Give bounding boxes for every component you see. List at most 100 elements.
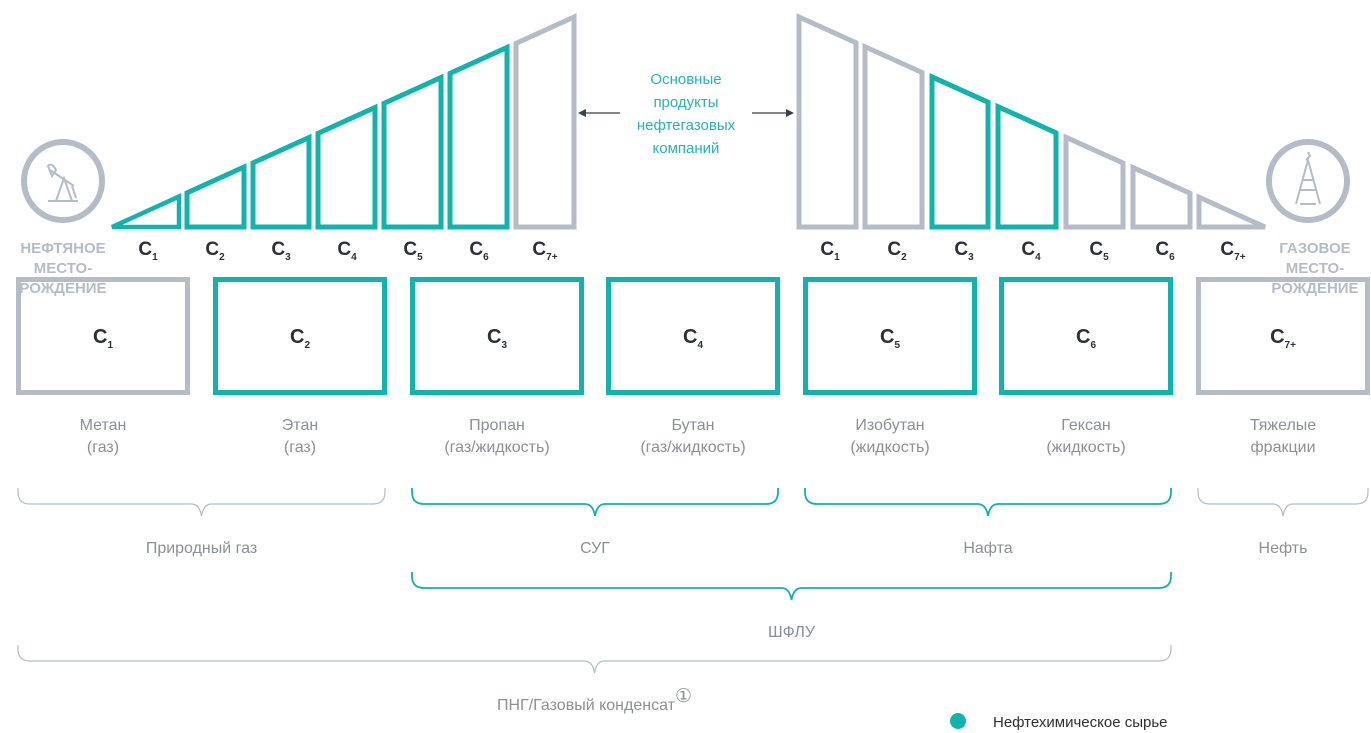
fraction-box-frame [16,277,190,395]
fraction-box-label: C1 [93,326,113,351]
fraction-box-frame [1196,277,1370,395]
bracket-group: ШФЛУ [411,572,1172,641]
fraction-box-label: C4 [683,326,703,351]
bracket-group: Нефть [1197,488,1369,557]
bracket-group: ПНГ/Газовый конденсат① [17,645,1172,714]
fraction-box-frame [410,277,584,395]
center-note-line: компаний [653,140,720,157]
field-label-line: МЕСТО- [1286,260,1344,277]
center-note: Основные продукты нефтегазовых компаний [578,71,794,157]
bracket-line [1197,488,1369,517]
left-ramp-block-c1 [111,193,182,230]
fraction-name-line: Гексан [1061,417,1110,434]
right-scale-label-c1: C1 [820,239,840,263]
right-ramp-block-c2 [862,42,925,230]
fraction-name-line: (газ/жидкость) [444,439,549,456]
legend: Нефтехимическое сырье [950,713,1168,731]
bracket-line [411,488,779,517]
left-ramp-block-c3 [250,133,312,230]
fraction-name-line: (газ/жидкость) [640,439,745,456]
right-scale-label-c4: C4 [1021,239,1041,263]
bracket-label: ШФЛУ [768,624,816,641]
bracket-label: ПНГ/Газовый конденсат① [497,686,692,714]
field-label-line: МЕСТО- [34,260,92,277]
left-arrow-icon [578,109,620,117]
right-ramp-block-c7+ [1196,193,1267,230]
field-label-line: РОЖДЕНИЕ [1271,280,1358,297]
left-scale-label-c1: C1 [138,239,158,263]
right-ramp-block-c1 [796,13,859,230]
right-ramp-block-c5 [1063,133,1126,230]
fraction-name-line: Этан [282,417,318,434]
gas-field-emblem [1266,139,1350,223]
gas-field-label: ГАЗОВОЕ МЕСТО- РОЖДЕНИЕ [1271,240,1358,297]
bracket-line [17,645,1172,674]
right-scale-label-c2: C2 [887,239,907,263]
fraction-box-label: C5 [880,326,900,351]
fraction-name-line: Пропан [469,417,525,434]
bracket-label: Нефть [1259,540,1308,557]
right-arrow-icon [752,109,794,117]
center-note-line: нефтегазовых [637,117,736,134]
footnote-marker: ① [675,686,692,707]
left-scale-label-c4: C4 [337,239,357,263]
right-scale-label-c6: C6 [1155,239,1175,263]
fraction-box-frame [213,277,387,395]
right-scale-label-c5: C5 [1089,239,1109,263]
right-scale-label-c7+: C7+ [1220,239,1245,263]
legend-swatch [950,713,966,729]
left-ramp-block-c4 [315,103,378,230]
fraction-box-label: C6 [1076,326,1096,351]
fraction-name-line: Тяжелые [1250,417,1316,434]
left-scale-label-c6: C6 [469,239,489,263]
bracket-line [17,488,386,517]
right-ramp-block-c3 [929,73,991,230]
left-scale-label-c5: C5 [403,239,423,263]
fraction-name-line: (жидкость) [1046,439,1125,456]
gas-rig-icon [1266,139,1350,223]
bracket-label: СУГ [580,540,610,557]
fraction-box-c7+: C7+ Тяжелые фракции [1196,277,1370,456]
fraction-name-line: Бутан [671,417,714,434]
fraction-name-line: (газ) [87,439,119,456]
bracket-line [804,488,1172,517]
oil-field-emblem [21,139,105,223]
bracket-group: Природный газ [17,488,386,557]
fraction-box-frame [606,277,780,395]
fraction-box-label: C7+ [1270,326,1296,351]
bracket-group: СУГ [411,488,779,557]
left-scale-label-c3: C3 [271,239,291,263]
left-scale-label-c7+: C7+ [532,239,557,263]
right-scale-label-c3: C3 [954,239,974,263]
fraction-box-label: C3 [487,326,507,351]
field-label-line: ГАЗОВОЕ [1279,240,1350,257]
left-ramp-block-c5 [381,73,444,230]
bracket-line [411,572,1172,601]
left-scale-label-c2: C2 [205,239,225,263]
right-ramp-block-c6 [1130,163,1193,230]
bracket-label: Нафта [963,540,1012,557]
bracket-label: Природный газ [146,540,257,557]
oil-pump-icon [21,139,105,223]
left-ramp-block-c7+ [513,13,577,230]
fraction-box-frame [803,277,977,395]
gas-field-scale-labels: C1 C2 C3 C4 C5 C6 C7+ [820,239,1245,263]
oil-field-scale-labels: C1 C2 C3 C4 C5 C6 C7+ [138,239,557,263]
bracket-group: Нафта [804,488,1172,557]
fraction-box-frame [999,277,1173,395]
center-note-line: Основные [650,71,721,88]
center-note-line: продукты [653,94,718,111]
gas-field-fraction-ramp [796,13,1267,230]
fraction-name-line: фракции [1251,439,1316,456]
fraction-name-line: (газ) [284,439,316,456]
legend-label: Нефтехимическое сырье [993,714,1168,731]
fraction-box-label: C2 [290,326,310,351]
right-ramp-block-c4 [995,102,1059,230]
